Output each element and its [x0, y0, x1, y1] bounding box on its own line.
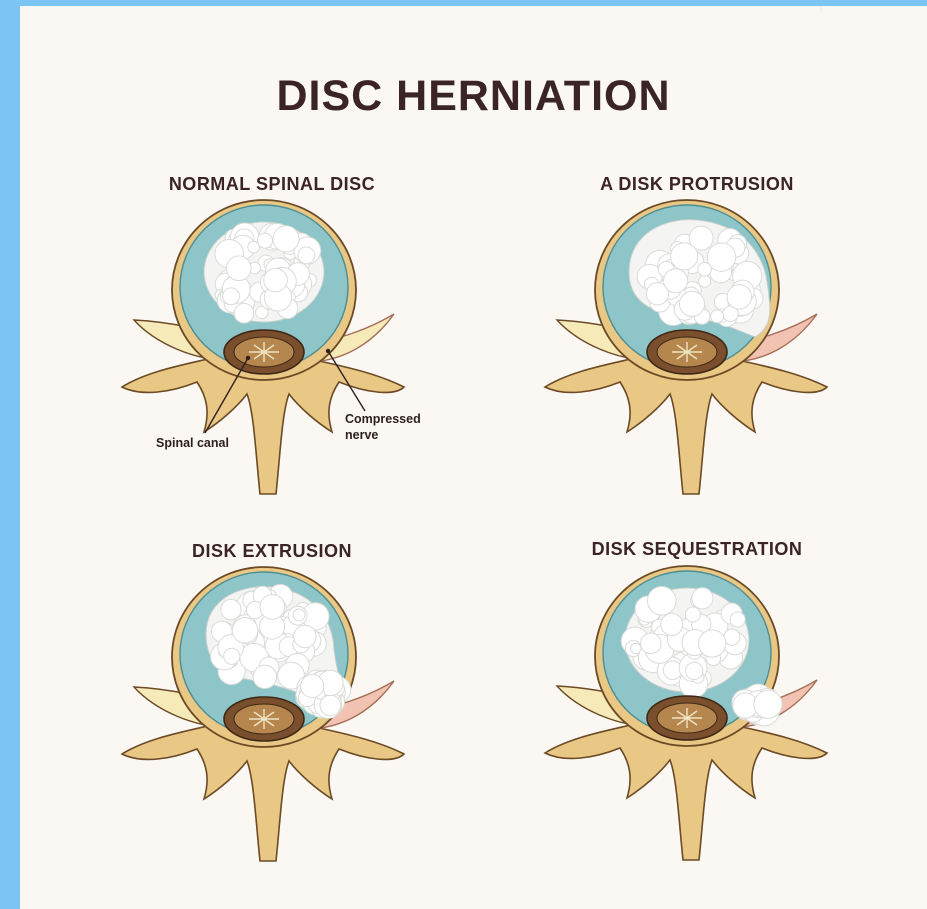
compressed-nerve-label: Compressed nerve: [345, 411, 421, 443]
callout-leaders: [20, 6, 927, 909]
spinal-canal-leader: [205, 358, 248, 433]
compressed-nerve-pointer-dot: [326, 349, 330, 353]
spinal-canal-label: Spinal canal: [156, 435, 229, 451]
spinal-canal-pointer-dot: [246, 356, 250, 360]
compressed-nerve-leader: [328, 351, 365, 411]
infographic-canvas: DISC HERNIATION NORMAL SPINAL DISC A DIS…: [20, 6, 927, 909]
